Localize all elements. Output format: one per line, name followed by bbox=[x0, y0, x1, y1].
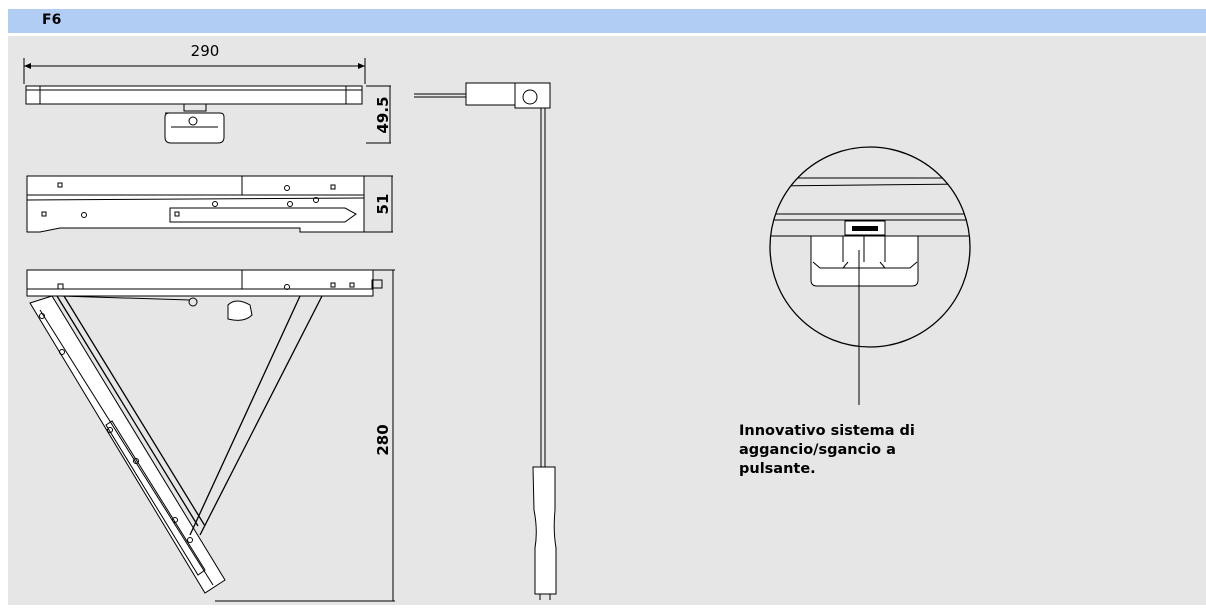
dimension-height-closed-b-label: 51 bbox=[374, 194, 392, 215]
dimension-height-open-label: 280 bbox=[374, 424, 392, 455]
dimension-height-closed-a-label: 49.5 bbox=[374, 96, 392, 133]
dimension-width-label: 290 bbox=[191, 42, 220, 60]
release-handle-drawing bbox=[414, 82, 557, 600]
feature-caption: Innovativo sistema di aggancio/sgancio a… bbox=[739, 422, 999, 479]
side-view-closed-drawing bbox=[26, 175, 393, 233]
caption-line-3: pulsante. bbox=[739, 461, 816, 477]
header-bar bbox=[8, 9, 1206, 33]
caption-line-1: Innovativo sistema di bbox=[739, 423, 915, 439]
top-view-drawing bbox=[23, 58, 391, 144]
button-detail-magnifier bbox=[769, 146, 971, 405]
header-divider bbox=[8, 33, 1206, 35]
caption-line-2: aggancio/sgancio a bbox=[739, 442, 896, 458]
page-title: F6 bbox=[42, 12, 62, 28]
side-view-open-drawing bbox=[26, 269, 395, 602]
